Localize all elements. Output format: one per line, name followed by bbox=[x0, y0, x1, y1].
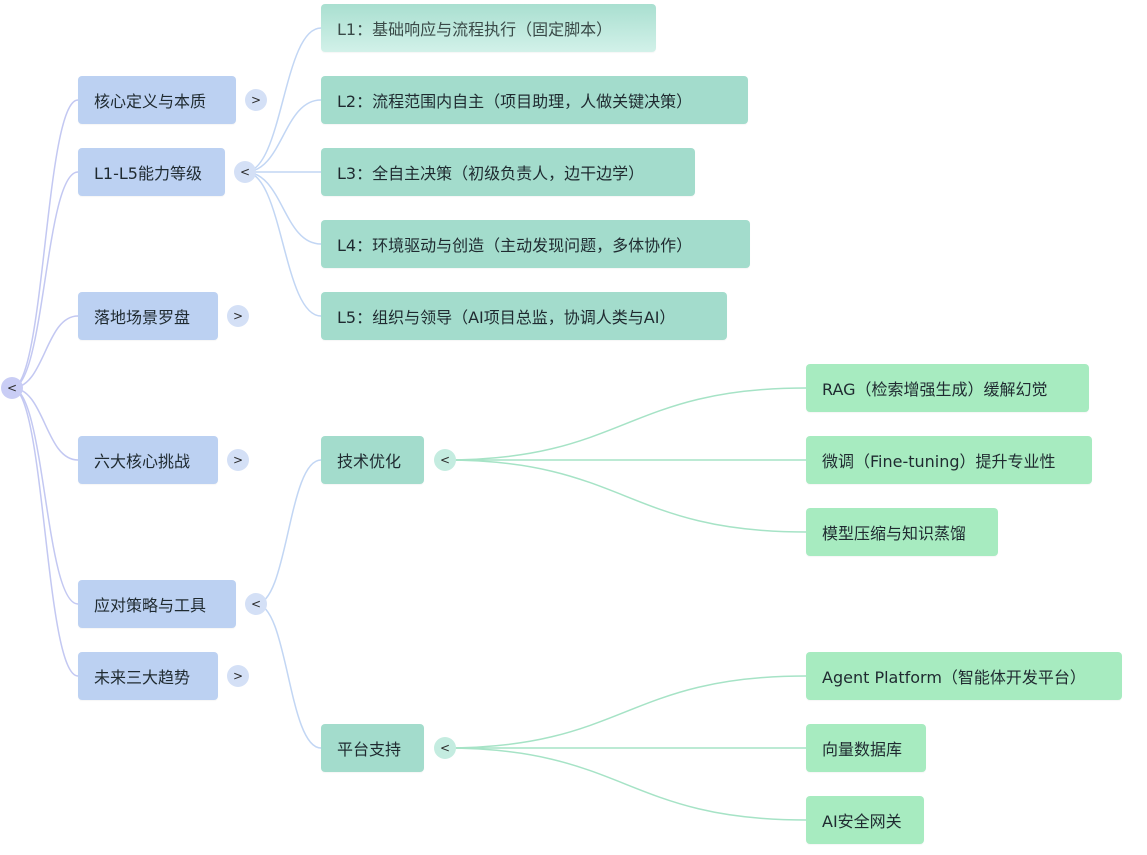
node-label: L2：流程范围内自主（项目助理，人做关键决策） bbox=[337, 92, 693, 111]
root-collapse-toggle[interactable]: < bbox=[1, 377, 23, 399]
node-label: L1-L5能力等级 bbox=[94, 164, 202, 183]
node-label: 未来三大趋势 bbox=[94, 668, 191, 687]
node-fine-tuning[interactable]: 微调（Fine-tuning）提升专业性 bbox=[806, 436, 1092, 484]
node-tech-optimization[interactable]: 技术优化 bbox=[321, 436, 424, 484]
collapse-toggle-tech-optimization[interactable]: < bbox=[434, 449, 456, 471]
node-future-trends[interactable]: 未来三大趋势 bbox=[78, 652, 218, 700]
node-label: 平台支持 bbox=[337, 740, 402, 759]
node-label: 落地场景罗盘 bbox=[94, 308, 191, 327]
node-agent-platform[interactable]: Agent Platform（智能体开发平台） bbox=[806, 652, 1122, 700]
node-level-l3[interactable]: L3：全自主决策（初级负责人，边干边学） bbox=[321, 148, 695, 196]
link-tech-distill bbox=[444, 459, 807, 533]
link-root-definition bbox=[11, 99, 79, 389]
link-platform-aigateway bbox=[444, 747, 807, 821]
collapse-toggle-capability-levels[interactable]: < bbox=[234, 161, 256, 183]
link-root-levels bbox=[11, 171, 79, 389]
node-level-l5[interactable]: L5：组织与领导（AI项目总监，协调人类与AI） bbox=[321, 292, 727, 340]
node-label: L5：组织与领导（AI项目总监，协调人类与AI） bbox=[337, 308, 676, 327]
node-label: 六大核心挑战 bbox=[94, 452, 191, 471]
node-platform-support[interactable]: 平台支持 bbox=[321, 724, 424, 772]
link-levels-l2 bbox=[244, 99, 322, 173]
link-root-strategies bbox=[11, 387, 79, 605]
expand-toggle-core-definition[interactable]: > bbox=[245, 89, 267, 111]
node-core-definition[interactable]: 核心定义与本质 bbox=[78, 76, 236, 124]
node-label: AI安全网关 bbox=[822, 812, 902, 831]
link-levels-l5 bbox=[244, 171, 322, 317]
node-ai-security-gateway[interactable]: AI安全网关 bbox=[806, 796, 924, 844]
node-label: L4：环境驱动与创造（主动发现问题，多体协作） bbox=[337, 236, 693, 255]
node-label: 应对策略与工具 bbox=[94, 596, 207, 615]
node-vector-database[interactable]: 向量数据库 bbox=[806, 724, 926, 772]
node-label: 向量数据库 bbox=[822, 740, 903, 759]
node-label: Agent Platform（智能体开发平台） bbox=[822, 668, 1086, 687]
node-model-compression[interactable]: 模型压缩与知识蒸馏 bbox=[806, 508, 998, 556]
node-scenario-compass[interactable]: 落地场景罗盘 bbox=[78, 292, 218, 340]
node-core-challenges[interactable]: 六大核心挑战 bbox=[78, 436, 218, 484]
node-level-l1[interactable]: L1：基础响应与流程执行（固定脚本） bbox=[321, 4, 656, 52]
node-label: RAG（检索增强生成）缓解幻觉 bbox=[822, 380, 1048, 399]
link-tech-rag bbox=[444, 387, 807, 461]
collapse-toggle-platform-support[interactable]: < bbox=[434, 737, 456, 759]
link-levels-l4 bbox=[244, 171, 322, 245]
node-label: L1：基础响应与流程执行（固定脚本） bbox=[337, 20, 613, 39]
link-strategies-platform bbox=[255, 603, 322, 749]
node-label: 技术优化 bbox=[337, 452, 402, 471]
node-level-l4[interactable]: L4：环境驱动与创造（主动发现问题，多体协作） bbox=[321, 220, 750, 268]
link-platform-agentplatform bbox=[444, 675, 807, 749]
link-levels-l1 bbox=[244, 27, 322, 173]
node-rag[interactable]: RAG（检索增强生成）缓解幻觉 bbox=[806, 364, 1089, 412]
expand-toggle-core-challenges[interactable]: > bbox=[227, 449, 249, 471]
link-root-trends bbox=[11, 387, 79, 677]
node-capability-levels[interactable]: L1-L5能力等级 bbox=[78, 148, 225, 196]
expand-toggle-future-trends[interactable]: > bbox=[227, 665, 249, 687]
collapse-toggle-strategies-tools[interactable]: < bbox=[245, 593, 267, 615]
expand-toggle-scenario-compass[interactable]: > bbox=[227, 305, 249, 327]
node-level-l2[interactable]: L2：流程范围内自主（项目助理，人做关键决策） bbox=[321, 76, 748, 124]
node-label: 核心定义与本质 bbox=[94, 92, 207, 111]
link-strategies-tech bbox=[255, 459, 322, 605]
node-strategies-tools[interactable]: 应对策略与工具 bbox=[78, 580, 236, 628]
node-label: 微调（Fine-tuning）提升专业性 bbox=[822, 452, 1056, 471]
node-label: L3：全自主决策（初级负责人，边干边学） bbox=[337, 164, 645, 183]
node-label: 模型压缩与知识蒸馏 bbox=[822, 524, 967, 543]
